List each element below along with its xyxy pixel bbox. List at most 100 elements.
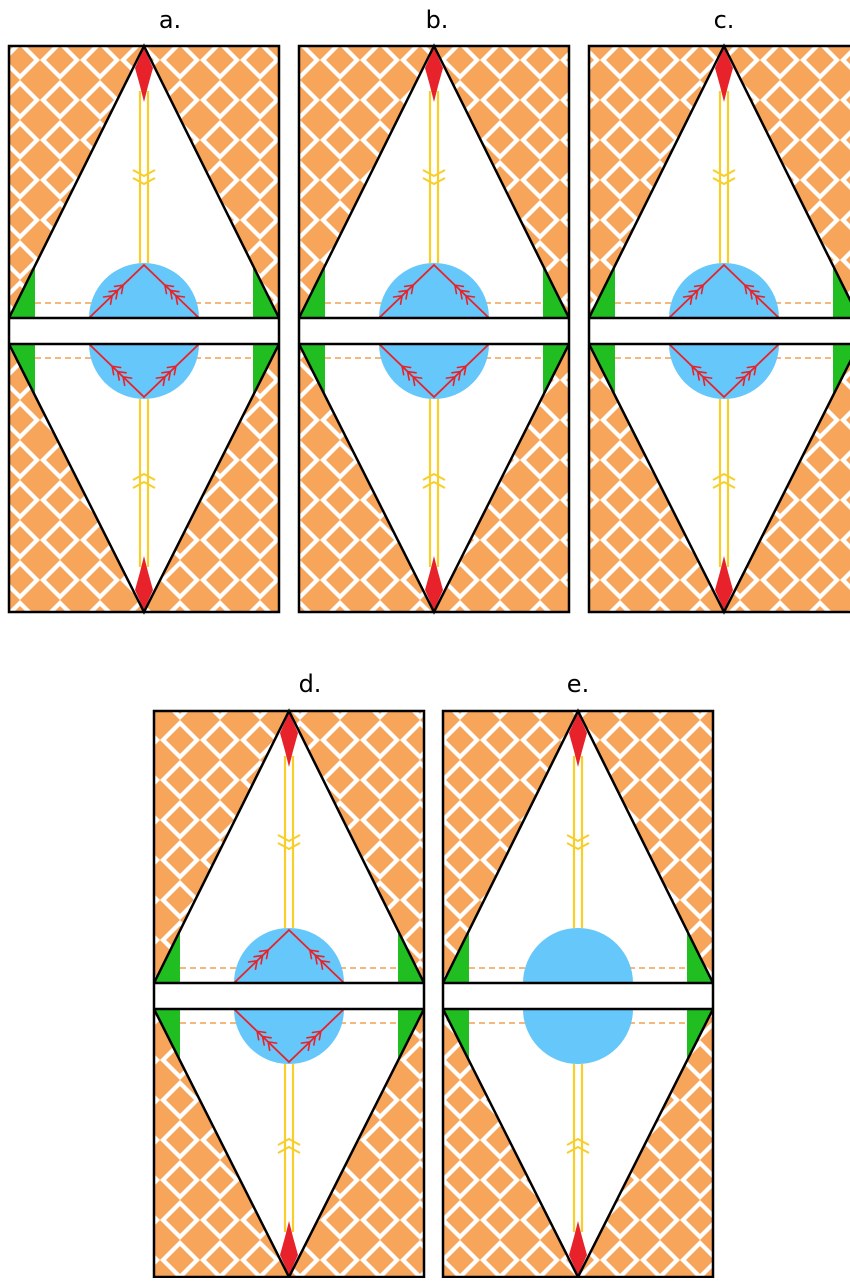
- red-chevron: [306, 1035, 317, 1046]
- panel-label-c: c.: [713, 6, 735, 34]
- sphere-lower-half: [234, 1009, 344, 1064]
- red-chevron: [155, 376, 166, 387]
- red-v-upper: [88, 263, 200, 319]
- red-chevron: [309, 949, 320, 960]
- red-chevron: [116, 370, 127, 381]
- panel-label-e: e.: [566, 670, 590, 698]
- upper-diamond-interior: [9, 46, 279, 318]
- apex-flag-upper: [135, 48, 153, 102]
- panel-frame: [7, 44, 281, 614]
- sphere-lower-half: [379, 344, 489, 399]
- central-gap: [589, 318, 850, 344]
- red-chevron: [454, 284, 465, 295]
- red-chevron: [459, 289, 470, 300]
- central-gap: [154, 983, 424, 1009]
- red-chevron: [166, 365, 177, 376]
- red-chevron: [102, 294, 113, 305]
- filament-arrow-upper: [132, 177, 156, 186]
- filament-arrow-lower: [422, 472, 446, 481]
- upper-diamond-interior: [299, 46, 569, 318]
- red-chevron: [755, 294, 766, 305]
- red-chevron: [451, 370, 462, 381]
- red-v-upper: [233, 928, 345, 984]
- apex-flag-lower: [280, 1221, 298, 1275]
- red-chevron: [108, 289, 119, 300]
- sphere-upper-half: [669, 263, 779, 318]
- red-chevron: [267, 1041, 278, 1052]
- apex-flag-upper: [715, 48, 733, 102]
- sphere-lower-half: [669, 344, 779, 399]
- filament-arrow-upper: [712, 177, 736, 186]
- panel-d: [152, 708, 426, 1280]
- red-chevron: [688, 289, 699, 300]
- lower-diamond-interior: [9, 344, 279, 612]
- filament-arrow-lower: [422, 480, 446, 489]
- filament-arrow-lower: [712, 472, 736, 481]
- sphere-upper-half: [523, 928, 633, 983]
- sphere-lower-half: [523, 1009, 633, 1064]
- red-chevron: [169, 289, 180, 300]
- panel-label-b: b.: [425, 6, 449, 34]
- red-chevron: [401, 365, 412, 376]
- central-gap: [299, 318, 569, 344]
- filament-arrow-upper: [566, 842, 590, 851]
- filament-arrow-upper: [712, 169, 736, 178]
- panel-a: [7, 43, 281, 615]
- filament-arrow-lower: [132, 480, 156, 489]
- upper-diamond-interior: [443, 711, 713, 983]
- red-v-lower: [378, 343, 490, 399]
- red-chevron: [741, 370, 752, 381]
- filament-arrow-upper: [277, 834, 301, 843]
- apex-flag-upper: [425, 48, 443, 102]
- lower-diamond-interior: [443, 1009, 713, 1277]
- red-chevron: [445, 376, 456, 387]
- red-chevron: [691, 365, 702, 376]
- red-chevron: [113, 284, 124, 295]
- panel-frame: [152, 709, 426, 1279]
- upper-diamond-interior: [154, 711, 424, 983]
- red-chevron: [735, 376, 746, 387]
- central-gap: [443, 983, 713, 1009]
- horizon-wedge-right-lower: [833, 344, 850, 394]
- red-v-lower: [233, 1008, 345, 1064]
- panel-label-d: d.: [298, 670, 322, 698]
- panel-frame: [587, 44, 850, 614]
- panel-label-a: a.: [158, 6, 182, 34]
- red-chevron: [111, 365, 122, 376]
- red-chevron: [261, 1035, 272, 1046]
- red-chevron: [749, 289, 760, 300]
- filament-arrow-lower: [566, 1137, 590, 1146]
- red-chevron: [122, 376, 133, 387]
- red-chevron: [696, 370, 707, 381]
- filament-arrow-lower: [277, 1145, 301, 1154]
- red-v-upper: [668, 263, 780, 319]
- lower-diamond-interior: [154, 1009, 424, 1277]
- filament-arrow-lower: [277, 1137, 301, 1146]
- red-chevron: [406, 370, 417, 381]
- red-chevron: [256, 1030, 267, 1041]
- apex-flag-lower: [715, 556, 733, 610]
- sphere-upper-half: [89, 263, 199, 318]
- red-chevron: [164, 284, 175, 295]
- lower-diamond-interior: [299, 344, 569, 612]
- filament-arrow-upper: [566, 834, 590, 843]
- horizon-wedge-right-upper: [833, 268, 850, 318]
- red-chevron: [702, 376, 713, 387]
- filament-arrow-upper: [277, 842, 301, 851]
- apex-flag-lower: [569, 1221, 587, 1275]
- central-gap: [9, 318, 279, 344]
- red-chevron: [465, 294, 476, 305]
- red-chevron: [403, 284, 414, 295]
- red-v-lower: [88, 343, 200, 399]
- red-chevron: [456, 365, 467, 376]
- panel-c: [587, 43, 850, 615]
- red-chevron: [311, 1030, 322, 1041]
- filament-arrow-upper: [132, 169, 156, 178]
- red-v-lower: [668, 343, 780, 399]
- filament-arrow-upper: [422, 169, 446, 178]
- apex-flag-upper: [280, 713, 298, 767]
- filament-arrow-lower: [566, 1145, 590, 1154]
- red-chevron: [320, 959, 331, 970]
